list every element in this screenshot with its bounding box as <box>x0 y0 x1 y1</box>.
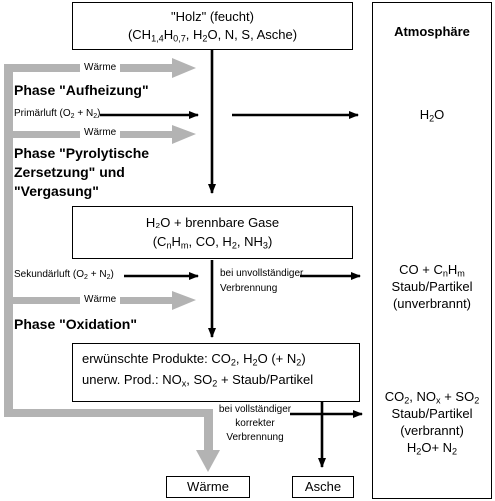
wood-formula: (CH1,4H0,7, H2O, N, S, Asche) <box>127 27 298 44</box>
combustible-gases-box <box>72 206 353 259</box>
heat-flow-grey <box>4 58 220 472</box>
complete-combustion-label-3: Verbrennung <box>226 432 284 443</box>
complete-combustion-label-1: bei vollständiger <box>218 404 292 415</box>
gases-line-2: (CnHm, CO, H2, NH3) <box>152 234 273 251</box>
phase-pyrolysis-label-2: Zersetzung" und <box>14 164 125 180</box>
atmosphere-title: Atmosphäre <box>394 24 470 39</box>
phase-pyrolysis-label-1: Phase "Pyrolytische <box>14 145 150 161</box>
wood-input-box <box>72 2 353 50</box>
phase-heating-label: Phase "Aufheizung" <box>14 82 149 98</box>
output-heat-label: Wärme <box>187 479 229 494</box>
heat-label-phase3: Wärme <box>80 294 121 305</box>
products-undesired: unerw. Prod.: NOx, SO2 + Staub/Partikel <box>82 372 314 389</box>
emission-h2o: H2O <box>419 107 445 124</box>
phase-oxidation-label: Phase "Oxidation" <box>14 316 137 332</box>
incomplete-combustion-label-2: Verbrennung <box>220 283 278 294</box>
secondary-air-label: Sekundärluft (O2 + N2) <box>14 269 114 281</box>
primary-air-label: Primärluft (O2 + N2) <box>14 108 101 120</box>
emission-complete-4: H2O+ N2 <box>406 440 458 457</box>
emission-complete-1: CO2, NOx + SO2 <box>384 389 480 406</box>
phase-pyrolysis-label-3: "Vergasung" <box>14 183 99 199</box>
emission-complete-3: (verbrannt) <box>400 423 464 438</box>
wood-label: "Holz" (feucht) <box>171 9 254 24</box>
output-heat-box <box>166 476 250 498</box>
gases-line-1: H₂O + brennbare Gase <box>145 215 280 230</box>
emission-incomplete-3: (unverbrannt) <box>392 296 472 311</box>
complete-combustion-label-2: korrekter <box>235 418 275 429</box>
output-ash-box <box>292 476 354 498</box>
products-box <box>72 343 360 402</box>
incomplete-combustion-label-1: bei unvollständiger <box>220 268 304 279</box>
emission-incomplete-1: CO + CnHm <box>399 262 465 279</box>
products-desired: erwünschte Produkte: CO2, H2O (+ N2) <box>82 351 306 368</box>
emission-complete-2: Staub/Partikel <box>391 406 473 421</box>
heat-label-phase1: Wärme <box>80 127 121 138</box>
heat-label-top: Wärme <box>80 62 121 73</box>
atmosphere-box <box>372 2 492 499</box>
emission-incomplete-2: Staub/Partikel <box>391 279 473 294</box>
output-ash-label: Asche <box>304 479 342 494</box>
black-flow-lines <box>100 50 363 468</box>
